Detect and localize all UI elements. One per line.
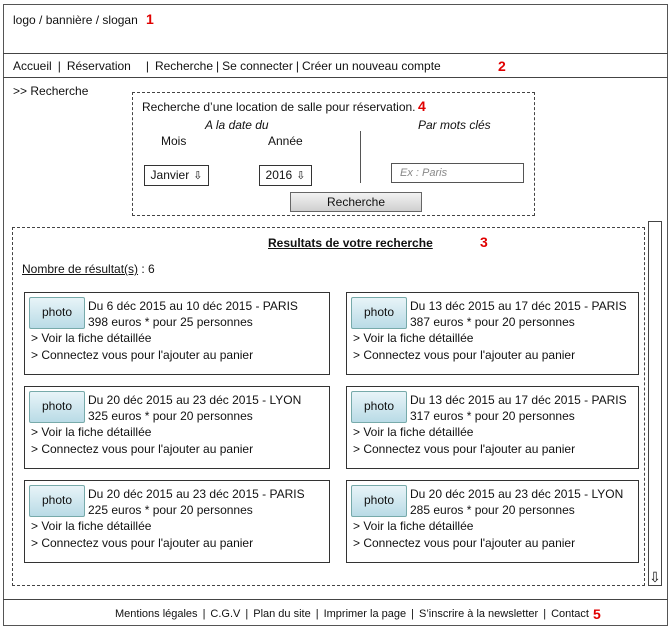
photo-thumbnail[interactable]: photo [351,391,407,423]
month-select[interactable]: Janvier⇩ [144,165,209,186]
detail-link[interactable]: > Voir la fiche détaillée [31,519,152,533]
footer-divider [3,599,668,600]
year-label: Année [268,134,303,148]
results-count-value: : 6 [141,262,155,276]
nav-item-creer-compte[interactable]: Créer un nouveau compte [301,59,441,73]
result-dates: Du 13 déc 2015 au 17 déc 2015 - PARIS [410,299,627,313]
nav-marker: 2 [498,58,506,74]
scroll-down-icon[interactable]: ⇩ [649,569,661,585]
photo-thumbnail[interactable]: photo [29,391,85,423]
footer-links: Mentions légales|C.G.V|Plan du site|Impr… [115,608,589,620]
result-price: 285 euros * pour 20 personnes [410,503,575,517]
nav-item-recherche[interactable]: Recherche [154,59,213,73]
search-title: Recherche d’une location de salle pour r… [142,100,416,114]
arrow-down-icon: ⇩ [193,170,203,182]
result-price: 317 euros * pour 20 personnes [410,409,575,423]
year-select[interactable]: 2016⇩ [259,165,312,186]
year-select-value: 2016 [265,168,293,182]
results-scrollbar[interactable]: ⇩ [648,221,662,586]
search-panel [132,92,535,216]
footer-marker: 5 [593,606,601,622]
nav-divider [3,77,668,78]
result-card: photo Du 6 déc 2015 au 10 déc 2015 - PAR… [24,292,330,375]
footer-link-imprimer[interactable]: Imprimer la page [323,608,407,620]
search-divider [360,131,361,183]
results-count: Nombre de résultat(s) : 6 [22,262,155,276]
add-to-cart-link[interactable]: > Connectez vous pour l'ajouter au panie… [353,348,576,362]
photo-thumbnail[interactable]: photo [29,485,85,517]
result-card: photo Du 20 déc 2015 au 23 déc 2015 - LY… [346,480,639,563]
arrow-down-icon: ⇩ [296,170,306,182]
footer-link-plan[interactable]: Plan du site [253,608,311,620]
results-title: Resultats de votre recherche [268,236,433,250]
nav-item-reservation[interactable]: Réservation [66,59,131,73]
add-to-cart-link[interactable]: > Connectez vous pour l'ajouter au panie… [353,442,576,456]
results-panel [12,227,645,586]
result-dates: Du 20 déc 2015 au 23 déc 2015 - LYON [88,393,302,407]
month-label: Mois [161,134,187,148]
result-dates: Du 13 déc 2015 au 17 déc 2015 - PARIS [410,393,627,407]
main-nav: Accueil|Réservation|Recherche|Se connect… [13,59,441,73]
add-to-cart-link[interactable]: > Connectez vous pour l'ajouter au panie… [353,536,576,550]
footer-link-mentions[interactable]: Mentions légales [115,608,198,620]
result-price: 225 euros * pour 20 personnes [88,503,253,517]
footer-link-cgv[interactable]: C.G.V [210,608,241,620]
result-price: 398 euros * pour 25 personnes [88,315,253,329]
results-count-label: Nombre de résultat(s) [22,262,139,276]
detail-link[interactable]: > Voir la fiche détaillée [353,331,474,345]
photo-thumbnail[interactable]: photo [351,297,407,329]
photo-thumbnail[interactable]: photo [351,485,407,517]
search-marker: 4 [418,98,426,114]
detail-link[interactable]: > Voir la fiche détaillée [353,519,474,533]
detail-link[interactable]: > Voir la fiche détaillée [353,425,474,439]
result-dates: Du 20 déc 2015 au 23 déc 2015 - PARIS [88,487,305,501]
result-price: 325 euros * pour 20 personnes [88,409,253,423]
add-to-cart-link[interactable]: > Connectez vous pour l'ajouter au panie… [31,442,254,456]
header-divider [3,53,668,54]
search-button[interactable]: Recherche [290,192,422,212]
breadcrumb: >> Recherche [13,84,89,98]
result-card: photo Du 13 déc 2015 au 17 déc 2015 - PA… [346,386,639,469]
add-to-cart-link[interactable]: > Connectez vous pour l'ajouter au panie… [31,536,254,550]
page-frame [3,4,668,626]
photo-thumbnail[interactable]: photo [29,297,85,329]
result-dates: Du 6 déc 2015 au 10 déc 2015 - PARIS [88,299,298,313]
result-dates: Du 20 déc 2015 au 23 déc 2015 - LYON [410,487,624,501]
result-card: photo Du 20 déc 2015 au 23 déc 2015 - LY… [24,386,330,469]
add-to-cart-link[interactable]: > Connectez vous pour l'ajouter au panie… [31,348,254,362]
header-banner: logo / bannière / slogan [13,13,138,27]
nav-item-accueil[interactable]: Accueil [13,59,52,73]
result-price: 387 euros * pour 20 personnes [410,315,575,329]
footer-link-newsletter[interactable]: S’inscrire à la newsletter [418,608,539,620]
header-marker: 1 [146,11,154,27]
results-marker: 3 [480,234,488,250]
keywords-label: Par mots clés [418,118,491,132]
keywords-input[interactable]: Ex : Paris [391,163,524,183]
by-date-label: A la date du [205,118,269,132]
footer-link-contact[interactable]: Contact [551,608,589,620]
result-card: photo Du 20 déc 2015 au 23 déc 2015 - PA… [24,480,330,563]
result-card: photo Du 13 déc 2015 au 17 déc 2015 - PA… [346,292,639,375]
month-select-value: Janvier [150,168,190,182]
detail-link[interactable]: > Voir la fiche détaillée [31,331,152,345]
detail-link[interactable]: > Voir la fiche détaillée [31,425,152,439]
nav-item-se-connecter[interactable]: Se connecter [222,59,293,73]
